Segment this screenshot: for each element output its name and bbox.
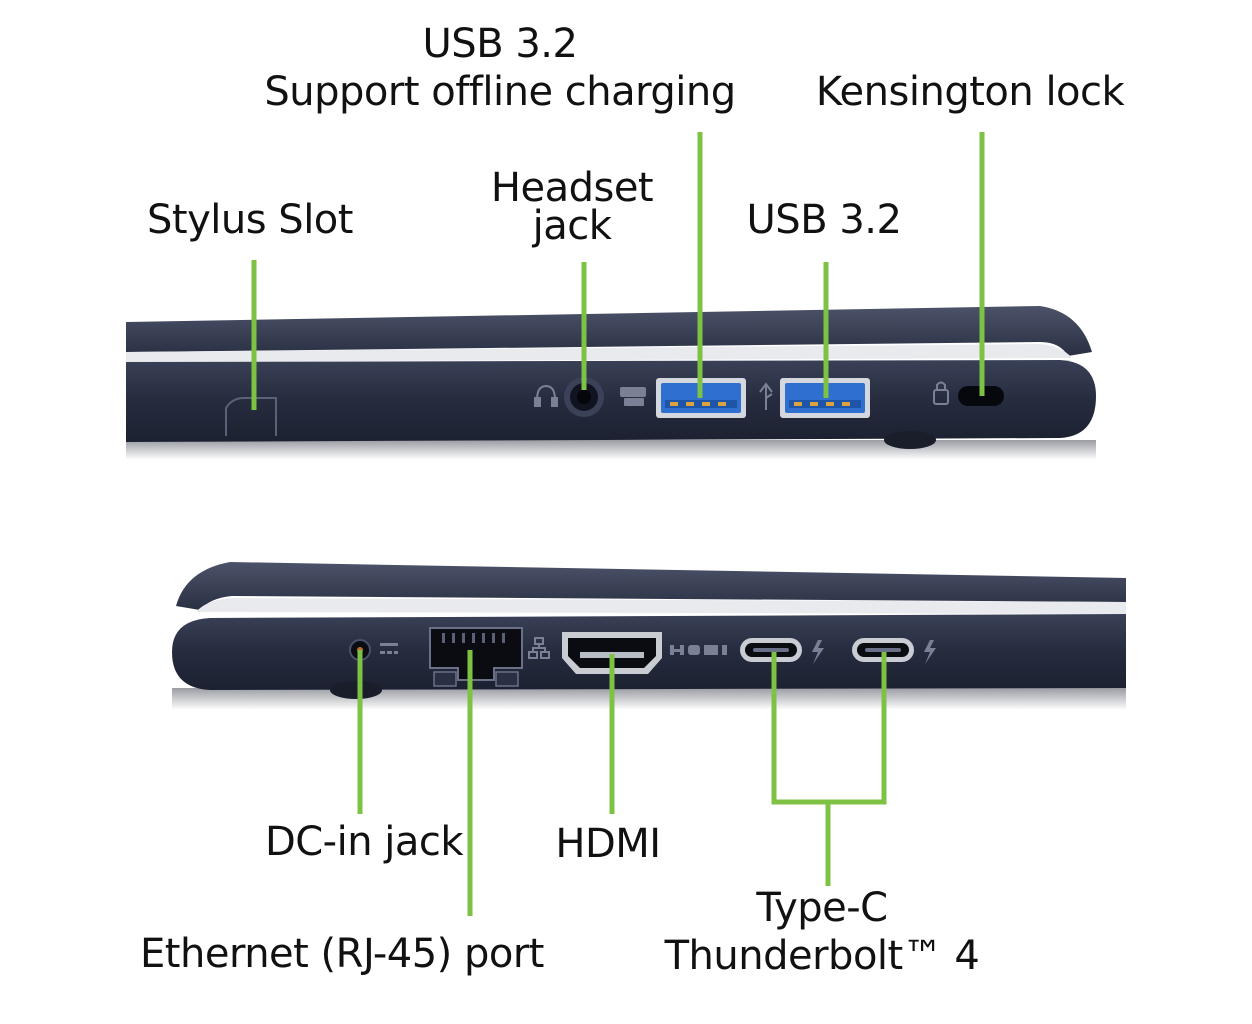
ethernet-port: [429, 627, 523, 687]
laptop-left-side-view: [172, 562, 1126, 710]
label-dc-in-jack: DC-in jack: [264, 819, 464, 865]
hinge-gap: [126, 344, 1072, 362]
label-kensington-lock: Kensington lock: [815, 69, 1125, 115]
usb-charging-icon: [620, 387, 646, 406]
dc-power-icon: [380, 643, 398, 654]
label-ethernet-port: Ethernet (RJ-45) port: [140, 931, 544, 977]
label-type-c-thunderbolt: Type-C Thunderbolt™ 4: [664, 885, 980, 979]
leader-lines: [251, 132, 985, 916]
laptop-base: [126, 360, 1096, 442]
headset-jack: [564, 377, 604, 417]
floor-shadow: [172, 688, 1126, 710]
label-headset-jack: Headset jack: [490, 165, 654, 249]
thunderbolt-bolt-icon: [812, 640, 824, 664]
hdmi-logo-icon: [670, 645, 727, 655]
rubber-foot: [330, 681, 382, 699]
label-usb-3-2: USB 3.2: [746, 197, 902, 243]
label-usb-charging: USB 3.2 Support offline charging: [264, 21, 736, 115]
laptop-lid: [176, 562, 1126, 610]
hinge-gap: [196, 598, 1126, 614]
kensington-lock-icon: [933, 381, 949, 405]
laptop-lid: [126, 306, 1092, 356]
headset-icon: [534, 384, 558, 407]
floor-shadow: [126, 440, 1096, 460]
usb-icon: [759, 382, 773, 410]
leader-line-type-c: [771, 652, 887, 886]
network-icon: [528, 637, 550, 659]
label-hdmi: HDMI: [555, 821, 661, 867]
stylus-slot: [225, 397, 277, 436]
rubber-foot: [884, 431, 936, 449]
thunderbolt-4-port-1: [740, 638, 802, 662]
laptop-right-side-view: [126, 306, 1096, 460]
thunderbolt-bolt-icon: [924, 640, 936, 664]
thunderbolt-4-port-2: [852, 638, 914, 662]
label-stylus-slot: Stylus Slot: [147, 197, 353, 243]
